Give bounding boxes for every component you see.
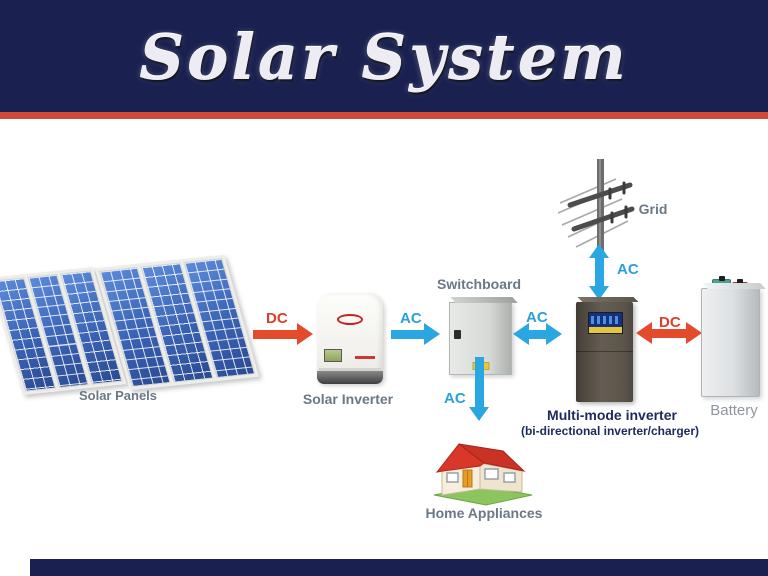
arrow-head-right-icon: [297, 323, 313, 345]
switchboard-latch: [454, 330, 461, 339]
ac-label-2: AC: [526, 309, 548, 326]
battery-label: Battery: [710, 402, 758, 419]
inverter-display: [324, 349, 342, 362]
arrow-head-down-icon: [469, 407, 489, 421]
battery-icon: [701, 288, 760, 397]
banner-accent-stripe: [0, 112, 768, 119]
arrow-head-right-icon: [424, 323, 440, 345]
battery-terminal-knob: [737, 279, 743, 284]
solar-inverter-icon: [317, 293, 383, 384]
arrow-shaft: [391, 330, 425, 339]
battery-terminal-knob: [718, 276, 725, 281]
multi-mode-inverter-label: Multi-mode inverter: [547, 407, 677, 423]
arrow-shaft: [651, 329, 687, 338]
grid-label: Grid: [638, 201, 668, 217]
footer-bar: [30, 559, 768, 576]
grid-icon: [558, 159, 635, 261]
inverter-brand-logo-icon: [337, 314, 363, 325]
multimode-display: [588, 312, 623, 334]
ac-label-3: AC: [444, 390, 466, 407]
solar-panels-label: Solar Panels: [78, 388, 158, 403]
arrow-head-left-icon: [513, 323, 529, 345]
title-banner: Solar System: [0, 0, 768, 112]
inverter-model-text: [355, 356, 375, 359]
ac-arrow-switchboard-to-multimode: [513, 323, 562, 345]
switchboard-label: Switchboard: [436, 276, 522, 292]
arrow-head-up-icon: [589, 244, 609, 258]
page-title: Solar System: [139, 21, 629, 94]
inverter-base: [317, 371, 383, 384]
ac-arrow-switchboard-to-home: [469, 357, 490, 422]
dc-arrow-multimode-to-battery: [636, 322, 702, 344]
arrow-shaft: [253, 330, 298, 339]
multi-mode-inverter-icon: [576, 302, 633, 402]
ac-label-1: AC: [400, 310, 422, 327]
arrow-head-right-icon: [546, 323, 562, 345]
multimode-seam: [576, 351, 633, 352]
inverter-base-stripe: [319, 368, 381, 371]
dc-label-2: DC: [659, 314, 681, 331]
dc-label-1: DC: [266, 310, 288, 327]
arrow-shaft: [595, 257, 604, 287]
arrow-head-left-icon: [636, 322, 652, 344]
home-appliances-label: Home Appliances: [425, 505, 543, 521]
dc-arrow-panels-to-inverter: [253, 323, 313, 345]
arrow-shaft: [528, 330, 547, 339]
ac-label-4: AC: [617, 261, 639, 278]
ac-arrow-inverter-to-switchboard: [391, 323, 440, 345]
ac-arrow-grid-to-multimode: [589, 244, 610, 300]
multi-mode-inverter-sublabel: (bi-directional inverter/charger): [520, 424, 700, 438]
solar-inverter-label: Solar Inverter: [302, 391, 394, 407]
arrow-head-right-icon: [686, 322, 702, 344]
house-icon: [433, 443, 533, 506]
arrow-shaft: [475, 357, 484, 408]
